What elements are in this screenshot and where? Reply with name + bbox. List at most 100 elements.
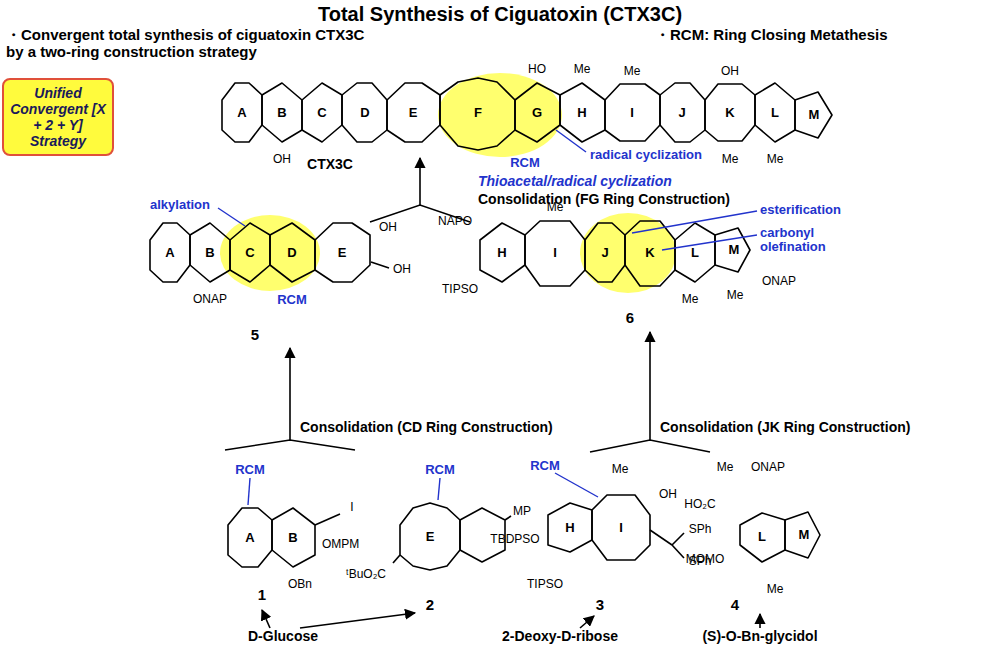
annotation-label: carbonyl olefination (760, 226, 855, 255)
structure-label: H (497, 246, 506, 260)
drawing-stroke (672, 545, 684, 558)
structure-label: D-Glucose (248, 629, 318, 644)
drawing-stroke (315, 514, 340, 525)
structure-label: M (809, 108, 820, 122)
drawing-stroke (302, 83, 342, 142)
structure-label: Me (574, 63, 591, 76)
structure-label: ᵗBuO₂C (346, 568, 386, 581)
drawing-stroke (548, 503, 592, 552)
structure-label: D (287, 246, 296, 260)
annotation-label: RCM (235, 463, 265, 477)
annotation-label: Thioacetal/radical cyclization (478, 174, 672, 189)
page-title: Total Synthesis of Ciguatoxin (CTX3C) (318, 3, 682, 25)
structure-label: OH (659, 488, 677, 501)
annotation-label: alkylation (150, 198, 210, 212)
drawing-stroke (262, 83, 302, 142)
drawing-stroke (556, 130, 586, 152)
drawing-stroke (438, 73, 562, 157)
structure-label: Me (717, 461, 734, 474)
drawing-stroke (225, 440, 355, 450)
structure-label: B (205, 246, 214, 260)
structure-label: A (165, 246, 174, 260)
structure-label: E (338, 246, 347, 260)
drawing-stroke (222, 83, 262, 142)
structure-label: K (725, 106, 734, 120)
drawing-stroke (650, 530, 672, 545)
drawing-stroke (795, 92, 832, 138)
drawing-stroke (585, 223, 625, 282)
drawing-stroke (705, 84, 755, 141)
structure-label: A (245, 531, 254, 545)
annotation-label: RCM (277, 293, 307, 307)
structure-label: L (691, 246, 699, 260)
structure-label: OH (393, 263, 411, 276)
strategy-box: Unified Convergent [X + 2 + Y] Strategy (2, 78, 114, 156)
drawing-stroke (759, 614, 761, 628)
structure-label: OBn (288, 578, 312, 591)
annotation-label: radical cyclization (590, 148, 702, 162)
structure-label: E (426, 530, 435, 544)
structure-label: Consolidation (JK Ring Construction) (660, 420, 910, 435)
structure-label: E (409, 106, 418, 120)
structure-label: ・Convergent total synthesis of ciguatoxi… (6, 27, 366, 60)
structure-label: H (565, 521, 574, 535)
structure-label: ONAP (762, 275, 796, 288)
highlight-group (220, 73, 676, 293)
structure-label: C (317, 106, 326, 120)
structure-label: M (729, 243, 740, 257)
structure-label: OH (273, 153, 291, 166)
drawing-stroke (272, 508, 315, 567)
structure-label: M (799, 528, 810, 542)
structure-label: OH (721, 65, 739, 78)
drawing-stroke (150, 223, 190, 282)
drawing-stroke (220, 215, 320, 291)
branch-group (225, 158, 760, 628)
drawing-stroke (662, 235, 757, 250)
structure-label: 2-Deoxy-D-ribose (502, 629, 618, 644)
structure-label: A (237, 106, 246, 120)
annotation-label: esterification (760, 203, 841, 217)
structure-label: TIPSO (442, 283, 478, 296)
drawing-stroke (371, 262, 389, 268)
structure-label: 4 (731, 597, 739, 614)
annotation-label: RCM (510, 156, 540, 170)
drawing-stroke (649, 332, 651, 440)
drawing-stroke (218, 208, 245, 226)
structure-label: H (577, 106, 586, 120)
structure-label: C (245, 246, 254, 260)
drawing-stroke (605, 84, 660, 141)
drawing-stroke (525, 221, 585, 286)
structure-label: TIPSO (527, 578, 563, 591)
drawing-stroke (590, 440, 710, 452)
drawing-stroke (440, 78, 515, 150)
drawing-stroke (289, 348, 291, 440)
drawing-stroke (592, 495, 650, 560)
structure-label: 5 (251, 327, 259, 344)
structure-label: B (288, 531, 297, 545)
structure-label: I (350, 501, 353, 514)
drawing-stroke (393, 555, 400, 563)
structure-label: B (277, 106, 286, 120)
structure-label: I (619, 521, 623, 535)
structure-label: Me (682, 293, 699, 306)
drawing-stroke (632, 211, 757, 233)
drawing-stroke (755, 83, 795, 142)
structure-label: J (678, 106, 685, 120)
drawing-stroke (505, 516, 511, 520)
annotation-label: RCM (425, 463, 455, 477)
drawing-stroke (300, 613, 415, 628)
structure-label: 1 (258, 587, 266, 604)
drawing-stroke (715, 228, 750, 272)
structure-label: HO (528, 63, 546, 76)
drawing-stroke (190, 223, 230, 282)
structure-label: F (474, 106, 482, 120)
structure-label: Me (727, 289, 744, 302)
drawing-stroke (580, 616, 594, 628)
leader-group (218, 130, 757, 505)
structure-label: MOMO (686, 553, 725, 566)
drawing-stroke (400, 503, 460, 570)
structure-label: Me (547, 201, 564, 214)
ring-group (150, 78, 832, 570)
structure-label: G (532, 106, 542, 120)
